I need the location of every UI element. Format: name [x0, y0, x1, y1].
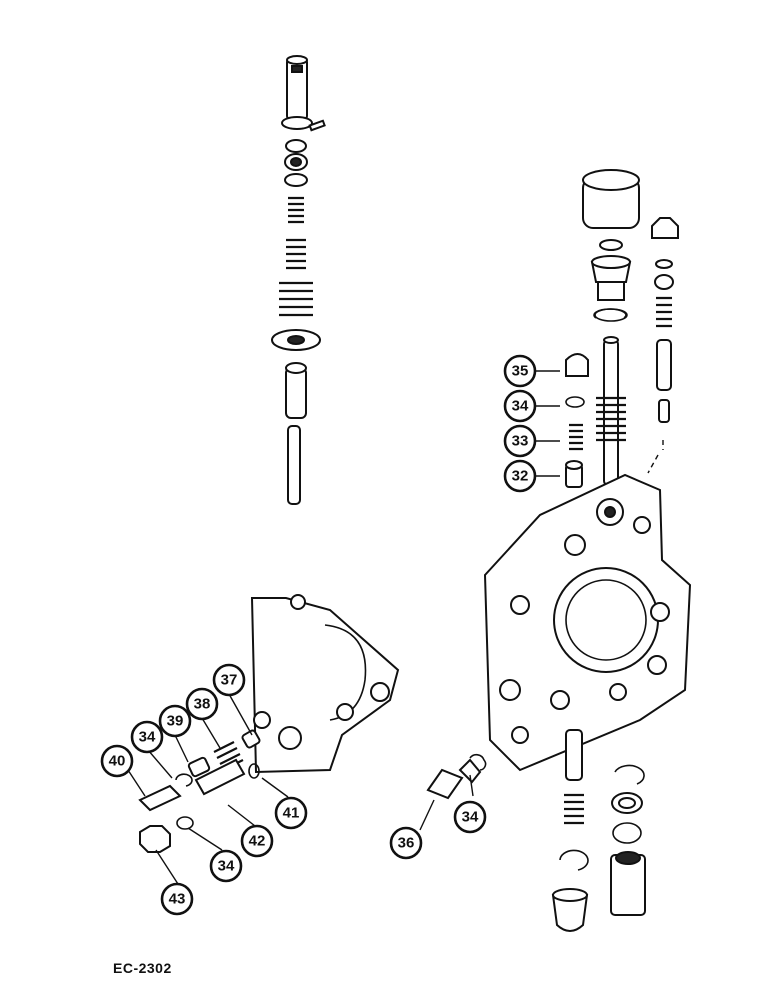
left-small-parts	[138, 729, 261, 853]
callout-34-right: 34	[453, 800, 487, 834]
callout-40: 40	[100, 744, 134, 778]
callout-37: 37	[212, 663, 246, 697]
callout-32: 32	[503, 459, 537, 493]
callout-label: 34	[462, 809, 479, 826]
callout-43: 43	[160, 882, 194, 916]
callout-label: 43	[169, 891, 186, 908]
callout-label: 35	[512, 363, 529, 380]
callout-label: 34	[218, 858, 235, 875]
main-spool	[596, 336, 626, 486]
valve-body	[483, 473, 692, 772]
callout-label: 32	[512, 468, 529, 485]
fitting-36	[426, 753, 487, 800]
callout-label: 42	[249, 833, 266, 850]
callout-label: 36	[398, 835, 415, 852]
callout-label: 34	[512, 398, 529, 415]
callout-label: 39	[167, 713, 184, 730]
callout-label: 41	[283, 805, 300, 822]
lower-right-rings-and-strainer	[610, 764, 646, 916]
callout-label: 34	[139, 729, 156, 746]
callout-34-left: 34	[130, 720, 164, 754]
callout-36: 36	[389, 826, 423, 860]
reference-code: EC-2302	[113, 960, 172, 976]
lower-right-spool-stack	[551, 729, 589, 932]
callout-33: 33	[503, 424, 537, 458]
leader-lines	[127, 370, 560, 885]
callout-39: 39	[158, 704, 192, 738]
right-plug-stack	[647, 217, 679, 474]
upper-spool-assembly	[271, 55, 326, 505]
callout-35: 35	[503, 354, 537, 388]
callout-34-lower-left: 34	[209, 849, 243, 883]
callout-label: 37	[221, 672, 238, 689]
callout-label: 40	[109, 753, 126, 770]
callout-41: 41	[274, 796, 308, 830]
right-cap-stack	[582, 169, 640, 322]
callout-label: 33	[512, 433, 529, 450]
callout-label: 38	[194, 696, 211, 713]
callout-34-upper: 34	[503, 389, 537, 423]
callout-38: 38	[185, 687, 219, 721]
left-partial-body	[250, 594, 400, 774]
small-parts-32-35	[565, 353, 589, 488]
callout-42: 42	[240, 824, 274, 858]
